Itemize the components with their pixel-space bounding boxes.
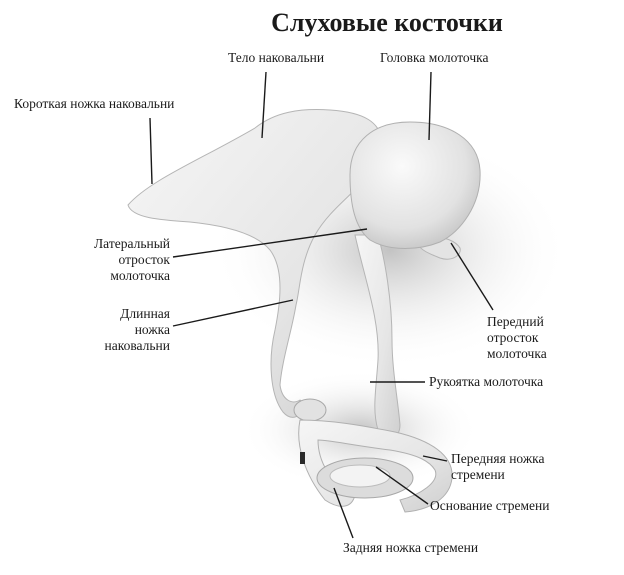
label-stapes-base: Основание стремени <box>430 498 550 513</box>
label-malleus-handle: Рукоятка молоточка <box>429 374 544 389</box>
label-incus-long-leg: Длинная ножка наковальни <box>58 306 171 354</box>
stapes-base-opening <box>329 464 391 488</box>
label-malleus-head: Головка молоточка <box>380 50 489 65</box>
label-incus-short-leg: Короткая ножка наковальни <box>14 96 175 111</box>
leader-incus-long-leg <box>172 299 294 327</box>
label-stapes-posterior-leg: Задняя ножка стремени <box>343 540 479 555</box>
diagram-title: Слуховые косточки <box>271 8 503 37</box>
label-line: молоточка <box>487 346 547 361</box>
leader-incus-body <box>261 71 267 139</box>
leader-malleus-head <box>428 71 432 141</box>
label-line: Передний <box>487 314 544 329</box>
leader-incus-short-leg <box>149 117 153 185</box>
incus-bone <box>127 109 383 418</box>
label-line: Передняя ножка <box>451 451 545 466</box>
leader-stapes-base <box>375 466 429 505</box>
leader-malleus-lateral <box>172 228 368 258</box>
leader-stapes-anterior <box>422 455 448 462</box>
leader-malleus-anterior <box>450 242 494 311</box>
label-line: молоточка <box>110 268 170 283</box>
leader-lines <box>149 71 494 539</box>
label-line: ножка <box>134 322 170 337</box>
label-line: отросток <box>487 330 539 345</box>
label-line: Длинная <box>120 306 170 321</box>
label-stapes-anterior-leg: Передняя ножка стремени <box>451 451 545 483</box>
label-malleus-anterior: Передний отросток молоточка <box>487 314 547 362</box>
label-line: Латеральный <box>94 236 170 251</box>
label-malleus-lateral: Латеральный отросток молоточка <box>58 236 170 284</box>
label-line: отросток <box>118 252 171 267</box>
label-line: наковальни <box>104 338 171 353</box>
label-line: стремени <box>451 467 505 482</box>
malleus-head-bone <box>349 121 481 249</box>
label-incus-body: Тело наковальни <box>228 50 325 65</box>
stapes-head <box>293 398 327 422</box>
stapes-dark-edge <box>300 452 305 464</box>
leader-stapes-posterior <box>333 487 354 539</box>
